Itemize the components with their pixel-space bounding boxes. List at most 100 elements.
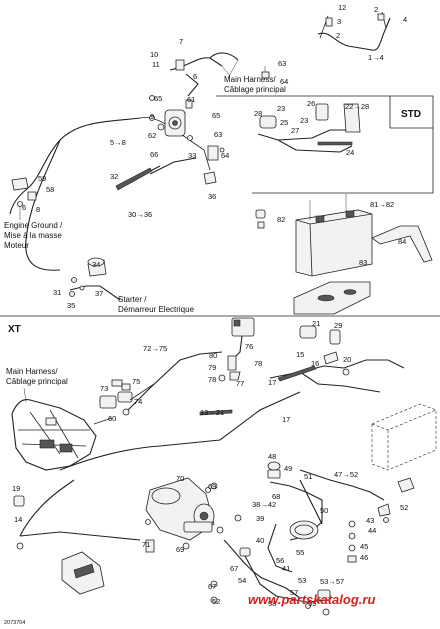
ground-cable-53-57 <box>243 553 331 603</box>
callout-text: Câblage principal <box>6 377 68 386</box>
part-number-label: 43 <box>366 516 374 525</box>
callout-text: Démarreur Electrique <box>118 305 195 314</box>
part-number-label: 24 <box>346 148 354 157</box>
part-number-label: 74 <box>134 397 142 406</box>
boot-part-52-a <box>397 477 415 493</box>
part-number-label: 78 <box>208 375 216 384</box>
std-section: STD <box>9 11 434 315</box>
battery-xt-outline <box>371 403 437 471</box>
part-number-label: 20 <box>343 355 351 364</box>
part-number-label: 23 <box>300 116 308 125</box>
starter-solenoid-assembly <box>149 95 193 141</box>
part-number-label: 41 <box>282 564 290 573</box>
part-number-label: 55 <box>308 599 316 608</box>
screw-part-82 <box>255 209 266 229</box>
part-number-label: 71 <box>142 540 150 549</box>
callout-main-harness-xt: Main Harness/ Câblage principal <box>6 367 68 403</box>
part-number-label: 12 <box>338 3 346 12</box>
part-number-label: 59 <box>38 174 46 183</box>
part-number-label: 14 <box>14 515 22 524</box>
part-number-label: 2 <box>374 5 378 14</box>
part-number-label: 44 <box>368 526 376 535</box>
part-number-label: 22→28 <box>345 102 369 111</box>
part-number-label: 57 <box>290 588 298 597</box>
part-number-label: 3 <box>337 17 341 26</box>
part-number-label: 64 <box>221 151 229 160</box>
part-number-label: 72→75 <box>143 344 167 353</box>
part-number-label: 63 <box>214 130 222 139</box>
terminal-part-48 <box>267 461 281 479</box>
part-number-label: 37 <box>95 289 103 298</box>
xt-label: XT <box>8 324 21 335</box>
part-number-label: 8 <box>36 205 40 214</box>
part-number-label: 53 <box>298 576 306 585</box>
part-number-label: 68 <box>272 492 280 501</box>
terminal-part-57 <box>239 547 251 557</box>
cover-part-29 <box>329 329 341 345</box>
part-number-label: 2 <box>336 31 340 40</box>
relay-part-76 <box>231 317 255 361</box>
part-number-label: 30→36 <box>128 210 152 219</box>
part-number-label: 78 <box>254 359 262 368</box>
callout-starter: Starter / Démarreur Electrique <box>118 295 195 314</box>
callout-text: Moteur <box>4 241 29 250</box>
part-number-label: 9 <box>150 112 154 121</box>
part-number-label: 4 <box>403 15 407 24</box>
watermark: www.partskatalog.ru <box>248 592 375 607</box>
part-number-label: 67 <box>208 582 216 591</box>
part-number-label: 27 <box>291 126 299 135</box>
part-number-label: 19 <box>12 484 20 493</box>
part-number-label: 47→52 <box>334 470 358 479</box>
part-number-label: 60 <box>108 414 116 423</box>
part-number-label: 11 <box>152 60 160 69</box>
part-number-label: 64 <box>280 77 288 86</box>
part-number-label: 63 <box>278 59 286 68</box>
std-label: STD <box>401 109 421 120</box>
main-harness-xt-bundle <box>11 399 113 471</box>
part-number-label: 35 <box>67 301 75 310</box>
battery-cable-47-52 <box>299 469 385 501</box>
part-number-label: 29 <box>334 321 342 330</box>
callout-text: Mise à la masse <box>4 231 62 240</box>
callout-text: Engine Ground / <box>4 221 63 230</box>
part-number-label: 56 <box>276 556 284 565</box>
part-number-label: 21 <box>312 319 320 328</box>
part-number-label: 80 <box>209 351 217 360</box>
callout-text: Main Harness/ <box>6 367 58 376</box>
terminal-part-28 <box>259 115 277 129</box>
part-number-label: 70 <box>176 474 184 483</box>
battery-std <box>295 209 373 277</box>
part-number-label: 17 <box>268 378 276 387</box>
part-number-label: 51 <box>304 472 312 481</box>
callout-main-harness-top: Main Harness/ Câblage principal <box>224 75 286 94</box>
strap-part-84 <box>371 225 433 263</box>
part-number-label: 62 <box>148 131 156 140</box>
connector-part-19 <box>13 495 25 507</box>
part-number-label: 48 <box>268 452 276 461</box>
starter-motor-part-70 <box>145 477 224 541</box>
part-number-label: 13→21 <box>200 408 224 417</box>
part-number-label: 81→82 <box>370 200 394 209</box>
part-number-label: 16 <box>311 359 319 368</box>
callout-text: Main Harness/ <box>224 75 276 84</box>
part-number-label: 82 <box>277 215 285 224</box>
part-number-label: 65 <box>212 111 220 120</box>
part-number-label: 66 <box>150 150 158 159</box>
connector-part-12 <box>325 17 333 27</box>
part-number-label: 32 <box>110 172 118 181</box>
cable-part-51 <box>299 479 323 525</box>
part-number-label: 33 <box>188 151 196 160</box>
part-number-label: 31 <box>53 288 61 297</box>
part-number-label: 26 <box>307 99 315 108</box>
callout-text: Starter / <box>118 295 147 304</box>
part-number-label: 28 <box>254 109 262 118</box>
callout-engine-ground: Engine Ground / Mise à la masse Moteur <box>4 206 63 250</box>
part-number-label: 52 <box>212 597 220 606</box>
strap-part-22-28 <box>343 103 361 133</box>
harness-72-75 <box>123 351 223 415</box>
part-number-label: 69 <box>208 482 216 491</box>
part-number-label: 55 <box>296 548 304 557</box>
part-number-label: 15 <box>296 350 304 359</box>
boot-part-52-b <box>377 503 391 517</box>
